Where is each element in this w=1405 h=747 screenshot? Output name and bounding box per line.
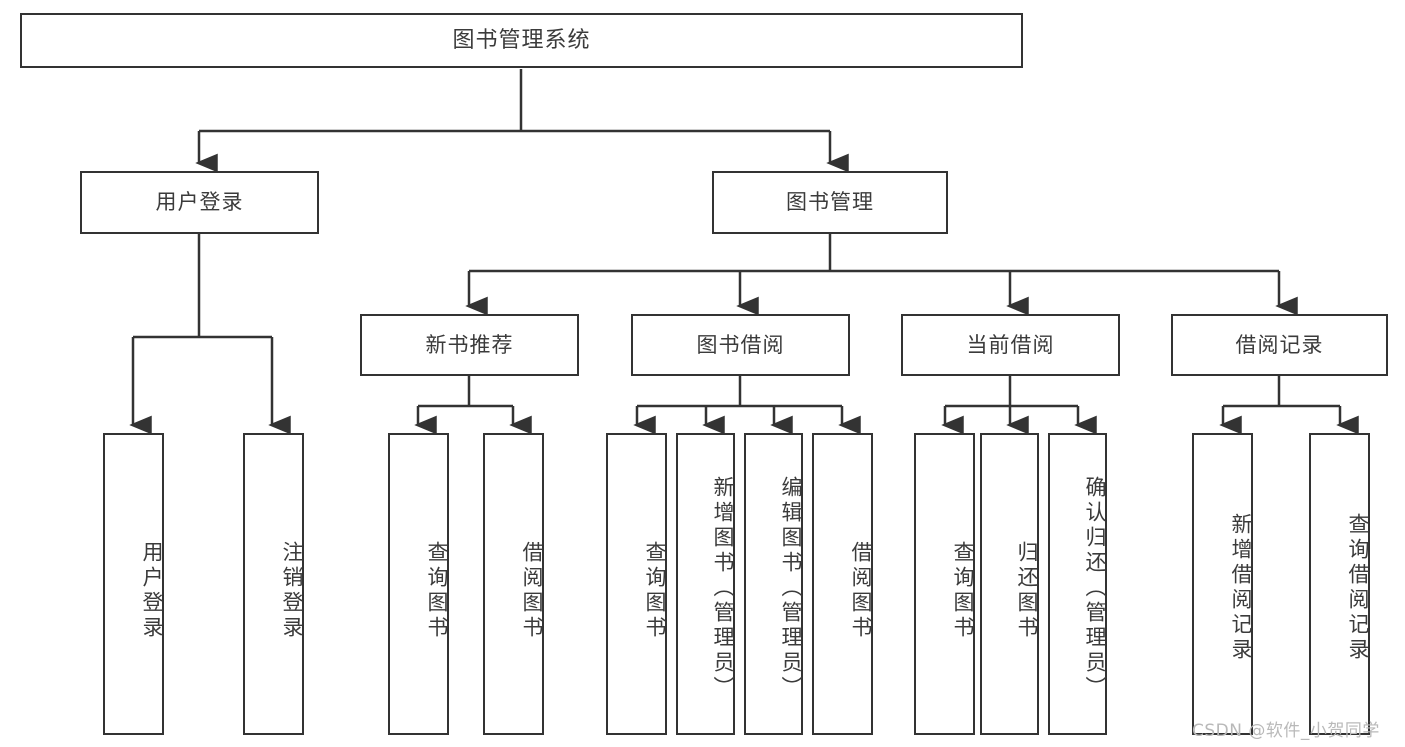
leaf-return-book[interactable]: 归还图书: [980, 433, 1039, 735]
node-book-management[interactable]: 图书管理: [712, 171, 948, 234]
csdn-watermark: CSDN @软件_小贺同学: [1192, 721, 1380, 741]
node-borrow-records[interactable]: 借阅记录: [1171, 314, 1388, 376]
leaf-add-borrow-record[interactable]: 新增借阅记录: [1192, 433, 1253, 735]
leaf-add-book-admin[interactable]: 新增图书（管理员）: [676, 433, 735, 735]
leaf-query-book-borrow[interactable]: 查询图书: [606, 433, 667, 735]
leaf-query-book-newbook[interactable]: 查询图书: [388, 433, 449, 735]
node-book-borrow[interactable]: 图书借阅: [631, 314, 850, 376]
node-user-login[interactable]: 用户登录: [80, 171, 319, 234]
leaf-query-borrow-record[interactable]: 查询借阅记录: [1309, 433, 1370, 735]
node-new-book-recommend[interactable]: 新书推荐: [360, 314, 579, 376]
leaf-confirm-return-admin[interactable]: 确认归还（管理员）: [1048, 433, 1107, 735]
leaf-lend-book[interactable]: 借阅图书: [812, 433, 873, 735]
leaf-logout[interactable]: 注销登录: [243, 433, 304, 735]
leaf-borrow-book-newbook[interactable]: 借阅图书: [483, 433, 544, 735]
leaf-edit-book-admin[interactable]: 编辑图书（管理员）: [744, 433, 803, 735]
leaf-query-book-current[interactable]: 查询图书: [914, 433, 975, 735]
leaf-user-login[interactable]: 用户登录: [103, 433, 164, 735]
node-current-borrow[interactable]: 当前借阅: [901, 314, 1120, 376]
node-root[interactable]: 图书管理系统: [20, 13, 1023, 68]
